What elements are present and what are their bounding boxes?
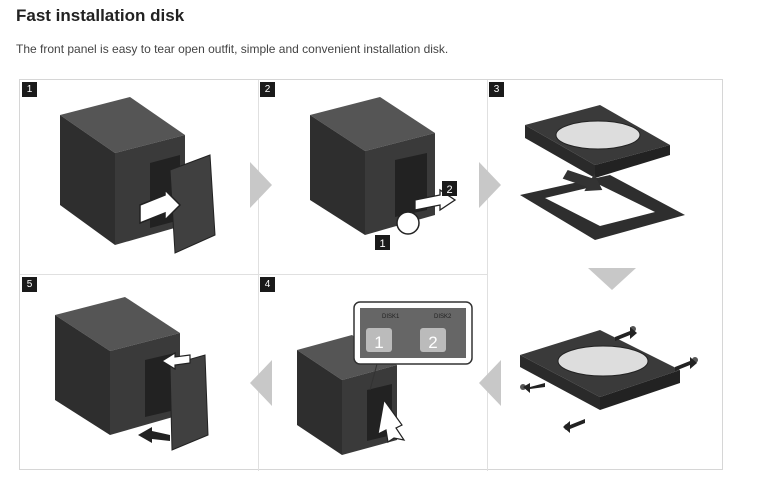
step-2-badge: 2 <box>260 82 275 97</box>
divider <box>20 274 487 275</box>
bay-2-number: 2 <box>428 333 437 352</box>
callout-1-label: 1 <box>379 238 385 250</box>
bay-1-label: DISK1 <box>382 314 400 320</box>
step-3b-illustration <box>520 326 698 433</box>
callout-2-label: 2 <box>446 184 452 196</box>
step-4-badge: 4 <box>260 277 275 292</box>
bay-2-label: DISK2 <box>434 314 452 320</box>
step-5-illustration <box>55 297 209 451</box>
page-title: Fast installation disk <box>16 6 185 25</box>
step-3-illustration <box>520 105 685 240</box>
page-subtitle: The front panel is easy to tear open out… <box>16 42 449 56</box>
step-5-badge: 5 <box>22 277 37 292</box>
step-4-illustration: DISK1 DISK2 1 2 <box>297 301 473 455</box>
divider <box>487 80 488 471</box>
chevron-down-icon <box>588 268 636 290</box>
chevron-left-icon <box>479 360 501 406</box>
divider <box>258 80 259 471</box>
chevron-right-icon <box>250 162 272 208</box>
bay-1-number: 1 <box>374 333 383 352</box>
chevron-left-icon <box>250 360 272 406</box>
step-1-illustration <box>60 97 216 254</box>
step-2-illustration: 1 2 <box>310 97 457 250</box>
step-1-badge: 1 <box>22 82 37 97</box>
installation-steps-grid: 1 2 3 5 4 1 2 <box>19 79 723 471</box>
chevron-right-icon <box>479 162 501 208</box>
step-3-badge: 3 <box>489 82 504 97</box>
